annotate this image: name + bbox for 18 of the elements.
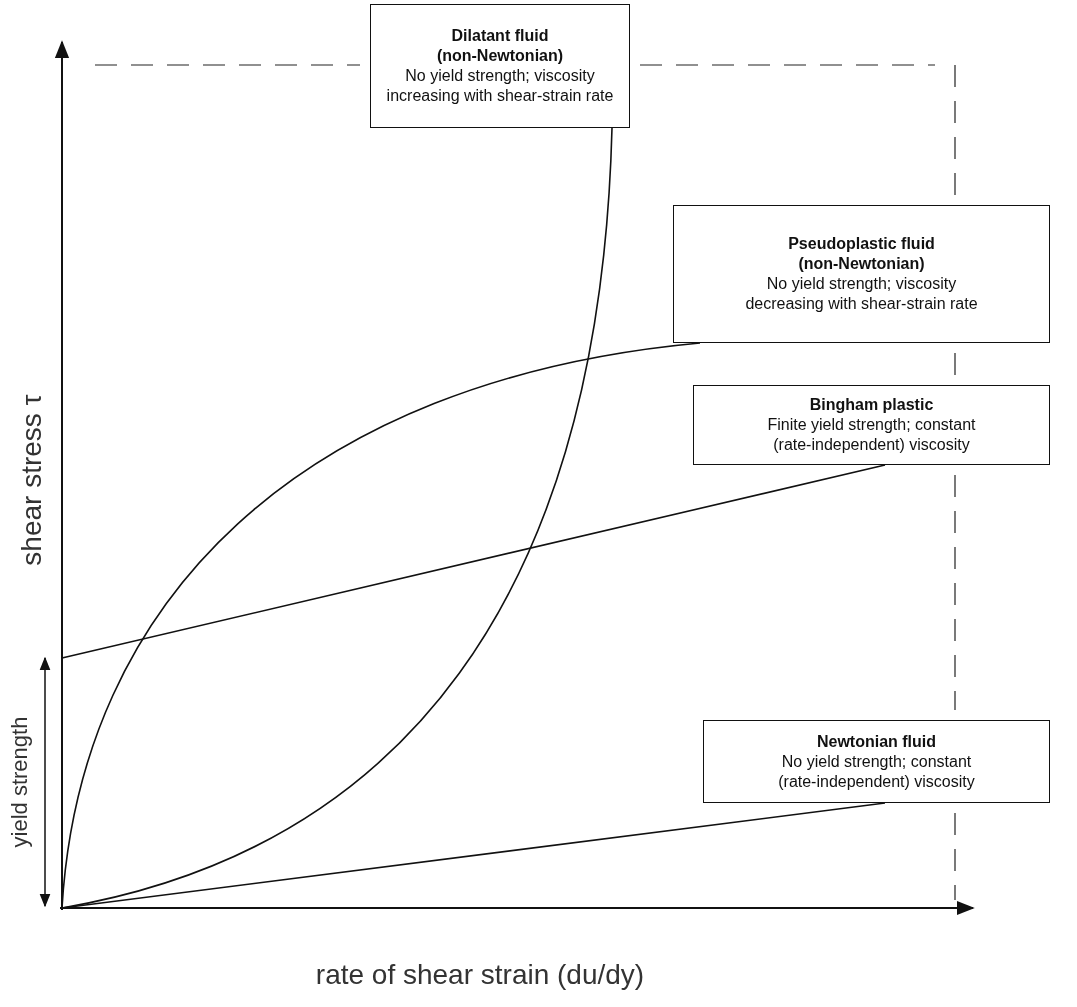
box-heading: Newtonian fluid	[816, 731, 937, 752]
box-heading: Pseudoplastic fluid (non-Newtonian)	[787, 234, 936, 274]
axis-label: rate of shear strain (du/dy)	[315, 959, 645, 991]
box-heading: Bingham plastic	[809, 395, 934, 415]
text-box	[370, 4, 630, 128]
box-text: No yield strength; constant (rate-independent) viscosity	[777, 751, 976, 792]
box-text: No yield strength; viscosity decreasing with shear-strain rate	[744, 274, 979, 314]
dimension-label: yield strength	[7, 716, 33, 848]
y-axis	[54, 40, 70, 911]
text-box	[693, 385, 1050, 465]
flow-curve	[61, 802, 886, 909]
flow-curve	[61, 464, 886, 659]
box-text: No yield strength; viscosity increasing with shear-strain rate	[385, 66, 615, 106]
text-box	[673, 205, 1050, 343]
text-box	[703, 720, 1050, 803]
axis-label: shear stress τ	[16, 394, 48, 566]
box-text: Finite yield strength; constant (rate-independent) viscosity	[766, 415, 977, 455]
box-heading: Dilatant fluid (non-Newtonian)	[435, 26, 565, 66]
